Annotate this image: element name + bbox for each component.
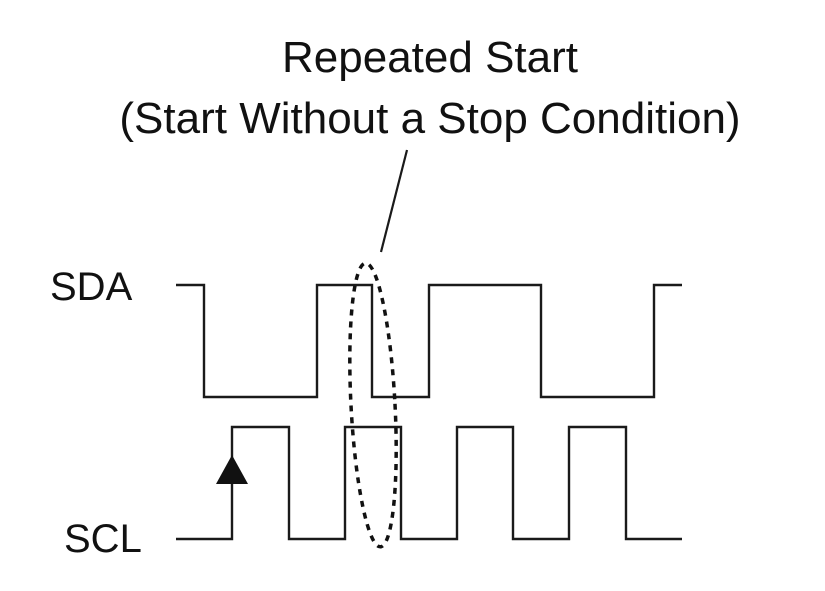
repeated-start-highlight-ellipse <box>348 261 398 549</box>
scl-rising-edge-arrow-icon <box>216 455 248 484</box>
annotation-pointer-line <box>379 149 409 253</box>
sda-label: SDA <box>50 265 133 309</box>
annotation-subtitle: (Start Without a Stop Condition) <box>119 94 740 143</box>
scl-waveform <box>176 425 682 541</box>
sda-waveform <box>176 283 682 399</box>
scl-label: SCL <box>64 517 142 561</box>
annotation-title: Repeated Start <box>282 33 578 82</box>
